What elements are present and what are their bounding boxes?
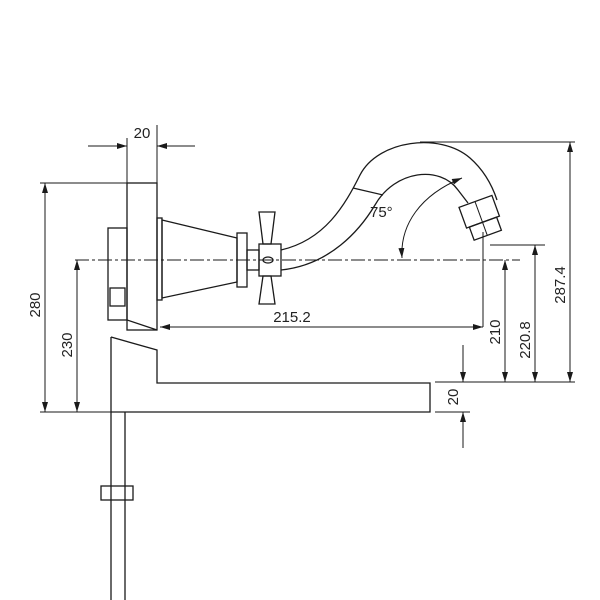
- basin-section: [110, 336, 431, 413]
- valve-body: [156, 217, 248, 301]
- dim-outlet-height: 210: [487, 260, 508, 382]
- dim-centerline-height: 230: [59, 260, 80, 412]
- dim-label-plate: 20: [134, 125, 151, 142]
- dim-total-height: 287.4: [552, 142, 573, 382]
- dim-label-220-8: 220.8: [517, 321, 534, 359]
- dim-spout-angle: 75°: [370, 177, 463, 259]
- dim-spout-reach: 215.2: [160, 232, 484, 330]
- supply-hose: [100, 337, 134, 600]
- dim-label-230: 230: [59, 332, 76, 357]
- dim-basin-thickness: 20: [445, 345, 466, 448]
- dim-label-angle: 75°: [370, 204, 393, 221]
- dim-overall-height: 280: [27, 182, 127, 413]
- wall-plate: [107, 125, 158, 331]
- dim-plate-thickness: 20: [88, 125, 195, 149]
- dim-label-reach: 215.2: [273, 309, 311, 326]
- dim-label-210: 210: [487, 319, 504, 344]
- dim-label-280: 280: [27, 292, 44, 317]
- spout: [280, 142, 503, 271]
- dim-label-basin-20: 20: [445, 389, 462, 406]
- dim-label-287-4: 287.4: [552, 266, 569, 304]
- cross-handle: [246, 211, 282, 305]
- dim-outlet-top-height: 220.8: [517, 245, 538, 382]
